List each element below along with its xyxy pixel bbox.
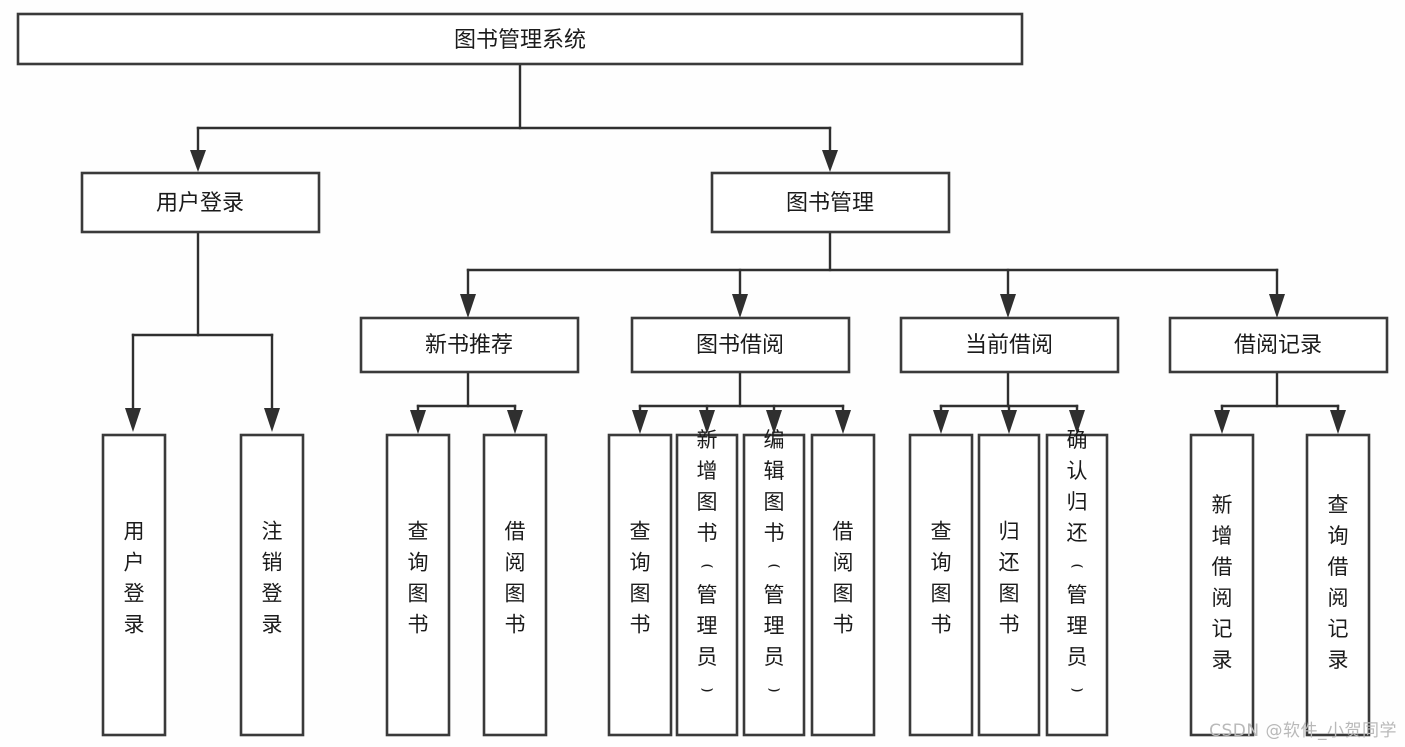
leaf-cb-return-book[interactable]: 归还图书 [977, 433, 1041, 737]
leaf-bw-query-book-label: 查询图书 [630, 520, 651, 637]
arrowhead-borrow [732, 294, 748, 318]
leaf-nb-borrow-book-label: 借阅图书 [505, 520, 526, 637]
leaf-rc-add-record-box[interactable] [1189, 433, 1255, 737]
arrowhead-cb-leaf3 [1069, 410, 1085, 434]
leaf-bw-add-book-admin-box[interactable] [675, 433, 739, 737]
leaf-bw-edit-book-admin-label: 编辑图书⌢管理员⌣ [764, 428, 785, 700]
leaf-bw-borrow-book[interactable]: 借阅图书 [810, 433, 876, 737]
arrowhead-nb-leaf2 [507, 410, 523, 434]
arrowhead-bw-leaf4 [835, 410, 851, 434]
leaf-nb-borrow-book[interactable]: 借阅图书 [482, 433, 548, 737]
leaf-cb-confirm-return-admin-box[interactable] [1045, 433, 1109, 737]
node-borrow-record[interactable]: 借阅记录 [1168, 316, 1389, 374]
arrowhead-bw-leaf1 [632, 410, 648, 434]
leaf-rc-add-record[interactable]: 新增借阅记录 [1189, 433, 1255, 737]
arrowhead-login [190, 150, 206, 172]
csdn-watermark: CSDN @软件_小贺同学 [1209, 721, 1397, 741]
node-current-borrow-box[interactable] [899, 316, 1120, 374]
leaf-rc-add-record-label: 新增借阅记录 [1212, 493, 1233, 672]
leaf-bw-borrow-book-label: 借阅图书 [833, 520, 854, 637]
node-new-book-recommend[interactable]: 新书推荐 [359, 316, 580, 374]
arrowhead-leaf-user-login [125, 408, 141, 432]
node-book-management-label: 图书管理 [786, 191, 874, 216]
arrowhead-bw-leaf2 [699, 410, 715, 434]
leaf-cb-confirm-return-admin-label: 确认归还⌢管理员⌣ [1067, 428, 1088, 700]
node-user-login-label: 用户登录 [156, 191, 244, 216]
leaf-cb-query-book-label: 查询图书 [931, 520, 952, 637]
arrowhead-nb-leaf1 [410, 410, 426, 434]
leaf-bw-query-book-box[interactable] [607, 433, 673, 737]
node-root[interactable]: 图书管理系统 [16, 12, 1024, 66]
leaf-user-login[interactable]: 用户登录 [101, 433, 167, 737]
leaf-cb-return-book-label: 归还图书 [999, 520, 1020, 637]
leaf-logout-label: 注销登录 [262, 520, 283, 637]
arrowhead-cb-leaf1 [933, 410, 949, 434]
leaf-nb-borrow-book-box[interactable] [482, 433, 548, 737]
node-borrow-record-label: 借阅记录 [1234, 333, 1322, 358]
leaf-bw-edit-book-admin[interactable]: 编辑图书⌢管理员⌣ [742, 428, 806, 737]
leaf-bw-edit-book-admin-box[interactable] [742, 433, 806, 737]
arrowhead-bookmgmt [822, 150, 838, 172]
leaf-bw-query-book[interactable]: 查询图书 [607, 433, 673, 737]
leaf-logout-box[interactable] [239, 433, 305, 737]
node-current-borrow[interactable]: 当前借阅 [899, 316, 1120, 374]
arrowhead-bw-leaf3 [766, 410, 782, 434]
node-current-borrow-label: 当前借阅 [965, 333, 1053, 358]
node-book-management[interactable]: 图书管理 [710, 171, 951, 234]
leaf-nb-query-book[interactable]: 查询图书 [385, 433, 451, 737]
leaf-bw-add-book-admin-label: 新增图书⌢管理员⌣ [697, 428, 718, 700]
leaf-bw-borrow-book-box[interactable] [810, 433, 876, 737]
arrowhead-cb-leaf2 [1001, 410, 1017, 434]
node-user-login-box[interactable] [80, 171, 321, 234]
node-book-borrow-label: 图书借阅 [696, 333, 784, 358]
leaf-user-login-box[interactable] [101, 433, 167, 737]
arrowhead-record [1269, 294, 1285, 318]
node-new-book-recommend-box[interactable] [359, 316, 580, 374]
node-root-box[interactable] [16, 12, 1024, 66]
connectors [125, 61, 1346, 434]
arrowhead-rc-leaf2 [1330, 410, 1346, 434]
leaf-cb-return-book-box[interactable] [977, 433, 1041, 737]
node-book-management-box[interactable] [710, 171, 951, 234]
arrowhead-newbook [460, 294, 476, 318]
leaf-rc-query-record-label: 查询借阅记录 [1328, 493, 1349, 672]
leaf-cb-confirm-return-admin[interactable]: 确认归还⌢管理员⌣ [1045, 428, 1109, 737]
arrowhead-rc-leaf1 [1214, 410, 1230, 434]
node-root-label: 图书管理系统 [454, 28, 586, 53]
leaf-cb-query-book-box[interactable] [908, 433, 974, 737]
leaf-rc-query-record[interactable]: 查询借阅记录 [1305, 433, 1371, 737]
node-book-borrow[interactable]: 图书借阅 [630, 316, 851, 374]
node-book-borrow-box[interactable] [630, 316, 851, 374]
leaf-nb-query-book-box[interactable] [385, 433, 451, 737]
node-borrow-record-box[interactable] [1168, 316, 1389, 374]
leaf-bw-add-book-admin[interactable]: 新增图书⌢管理员⌣ [675, 428, 739, 737]
arrowhead-leaf-logout [264, 408, 280, 432]
node-user-login[interactable]: 用户登录 [80, 171, 321, 234]
leaf-logout[interactable]: 注销登录 [239, 433, 305, 737]
leaf-nb-query-book-label: 查询图书 [408, 520, 429, 637]
leaf-cb-query-book[interactable]: 查询图书 [908, 433, 974, 737]
leaf-user-login-label: 用户登录 [124, 520, 145, 637]
arrowhead-current [1000, 294, 1016, 318]
node-new-book-recommend-label: 新书推荐 [425, 333, 513, 358]
leaf-rc-query-record-box[interactable] [1305, 433, 1371, 737]
